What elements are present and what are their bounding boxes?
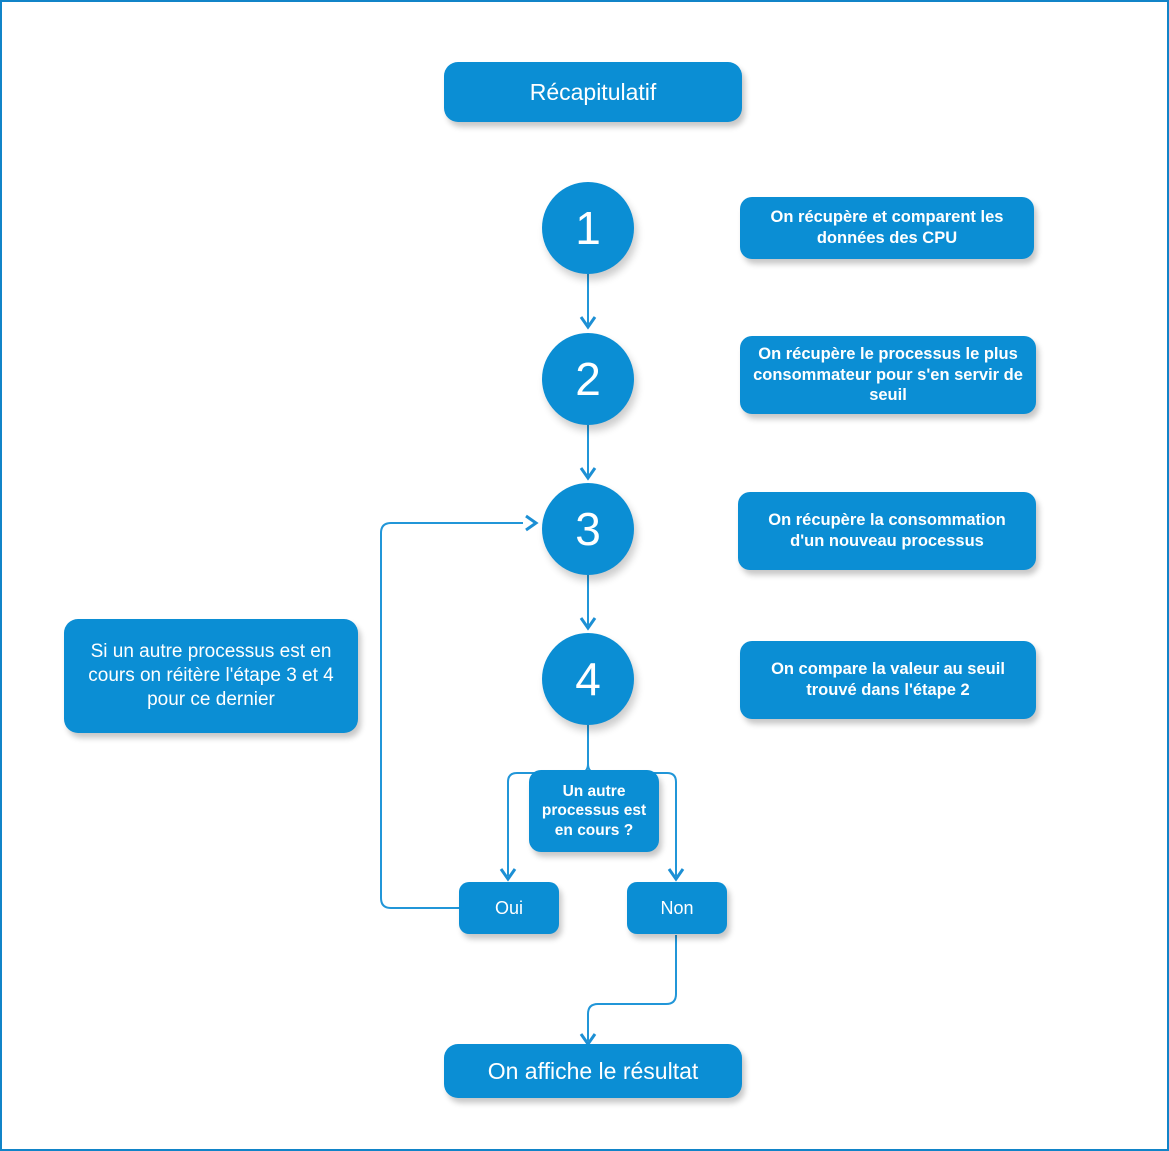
loop-note-box: Si un autre processus est en cours on ré… bbox=[64, 619, 358, 733]
title-label: Récapitulatif bbox=[529, 78, 657, 105]
step-description-1: On récupère et comparent les données des… bbox=[740, 197, 1034, 259]
arrowhead-oui bbox=[499, 868, 517, 882]
step-circle-1: 1 bbox=[542, 182, 634, 274]
step-description-3-label: On récupère la consommation d'un nouveau… bbox=[768, 511, 1006, 550]
step-number-1: 1 bbox=[575, 202, 601, 254]
decision-box: Un autre processus est en cours ? bbox=[529, 770, 659, 852]
step-description-2-label: On récupère le processus le plus consomm… bbox=[753, 345, 1023, 405]
branch-yes-label: Oui bbox=[494, 897, 523, 918]
result-label: On affiche le résultat bbox=[487, 1057, 699, 1084]
decision-label: Un autre processus est en cours ? bbox=[541, 782, 647, 839]
arrowhead-loopback-step3 bbox=[525, 514, 539, 532]
branch-no-label: Non bbox=[660, 897, 694, 918]
step-description-4-label: On compare la valeur au seuil trouvé dan… bbox=[771, 660, 1005, 699]
branch-yes-box: Oui bbox=[459, 882, 559, 934]
arrowhead-step4 bbox=[579, 617, 597, 631]
result-box: On affiche le résultat bbox=[444, 1044, 742, 1098]
step-description-3: On récupère la consommation d'un nouveau… bbox=[738, 492, 1036, 570]
branch-no-box: Non bbox=[627, 882, 727, 934]
step-number-4: 4 bbox=[575, 653, 601, 705]
title-box: Récapitulatif bbox=[444, 62, 742, 122]
step-circle-3: 3 bbox=[542, 483, 634, 575]
connector-oui-loopback-to-step3 bbox=[380, 522, 523, 909]
arrowhead-step3 bbox=[579, 467, 597, 481]
arrowhead-step2 bbox=[579, 316, 597, 330]
loop-note-label: Si un autre processus est en cours on ré… bbox=[88, 641, 334, 710]
connector-non-to-result bbox=[587, 935, 677, 1041]
step-circle-2: 2 bbox=[542, 333, 634, 425]
step-number-2: 2 bbox=[575, 353, 601, 405]
arrowhead-non bbox=[667, 868, 685, 882]
step-circle-4: 4 bbox=[542, 633, 634, 725]
step-description-1-label: On récupère et comparent les données des… bbox=[770, 208, 1004, 247]
step-description-4: On compare la valeur au seuil trouvé dan… bbox=[740, 641, 1036, 719]
step-description-2: On récupère le processus le plus consomm… bbox=[740, 336, 1036, 414]
step-number-3: 3 bbox=[575, 503, 601, 555]
arrowhead-result bbox=[579, 1033, 597, 1047]
